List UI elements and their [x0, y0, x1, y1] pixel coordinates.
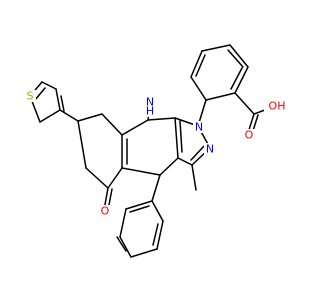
bond-layer [29, 44, 274, 258]
hydroxyl-group-label: OH [269, 100, 286, 113]
ring-nh-atom-label: N [146, 96, 154, 109]
atom-label-layer: S N H N N O O OH [24, 90, 286, 218]
pyrazole-n2-atom-label: N [206, 143, 214, 156]
ring-hydrogen-label: H [146, 105, 154, 118]
ketone-oxygen-atom-label: O [101, 205, 110, 218]
sulfur-atom-label: S [27, 90, 34, 103]
pyrazole-n1-atom-label: N [195, 121, 203, 134]
carboxyl-oxygen-atom-label: O [245, 129, 254, 142]
molecule-structure-canvas: S N H N N O O OH [24, 44, 286, 258]
